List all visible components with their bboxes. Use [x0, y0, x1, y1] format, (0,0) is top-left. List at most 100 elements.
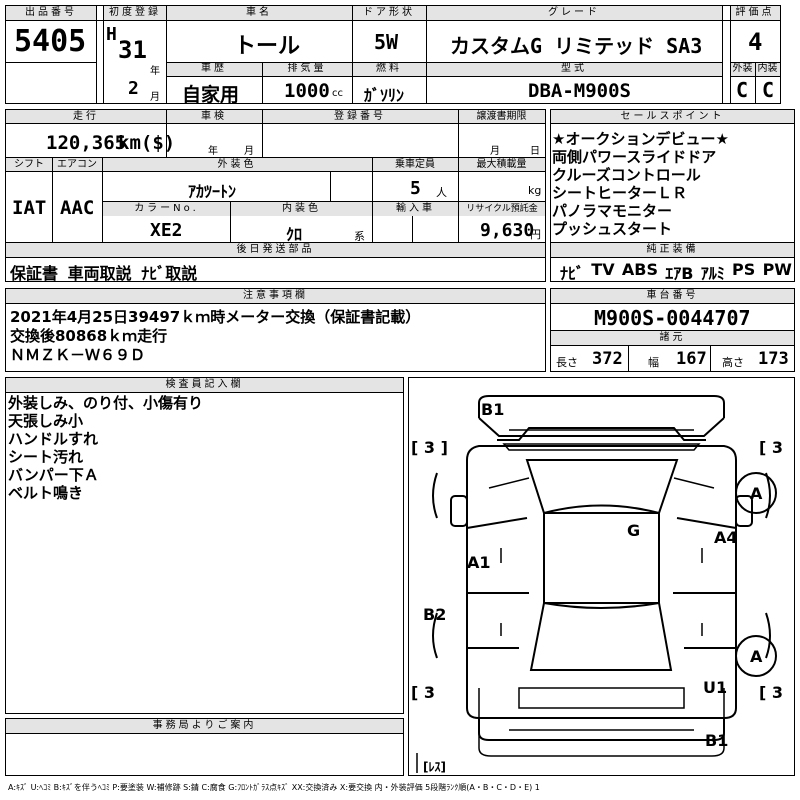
inspection-month-unit: 月 — [244, 146, 254, 157]
transfer-header: 譲渡書期限 — [458, 110, 545, 124]
equipment-item: ﾅﾋﾞ — [560, 264, 585, 283]
damage-diagram: B1 A1 A4 B2 G U1 B1 A A [ 3 ] [ 3 [ 3 [ … — [408, 377, 795, 776]
later-docs-header: 後日発送部品 — [6, 243, 545, 257]
aircon-value: AAC — [60, 197, 95, 219]
sales-point-item: パノラマモニター — [552, 202, 673, 220]
later-docs-value: 保証書 車両取説 ﾅﾋﾞ取説 — [10, 264, 198, 283]
sales-point-item: シートヒーターＬＲ — [552, 184, 688, 202]
inspector-note-line: ベルト鳴き — [8, 484, 84, 502]
ext-color-value: ｱｶﾂｰﾄﾝ — [188, 182, 237, 201]
chassis-header: 車台番号 — [551, 289, 794, 303]
interior-grade: C — [762, 78, 775, 102]
fuel-header: 燃料 — [352, 62, 426, 76]
door-type: 5W — [374, 30, 399, 54]
capacity-value: 5 — [410, 178, 421, 199]
car-name-header: 車名 — [166, 6, 352, 20]
width-label: 幅 — [648, 356, 659, 369]
caution-line: 2021年4月25日39497ｋｍ時メーター交換（保証書記載） — [10, 308, 421, 326]
width-value: 167 — [676, 349, 707, 369]
label-a-upper: A — [750, 484, 763, 503]
displacement-header: 排気量 — [262, 62, 352, 76]
equipment-item: TV — [591, 260, 615, 279]
shift-value: IAT — [12, 197, 47, 219]
inspector-note-line: シート汚れ — [8, 448, 84, 466]
sales-point-item: クルーズコントロール — [552, 166, 701, 184]
dimensions-header: 諸元 — [551, 331, 794, 345]
chassis-number: M900S-0044707 — [594, 306, 751, 330]
car-history: 自家用 — [182, 84, 240, 106]
int-color-header: 内装色 — [231, 202, 372, 216]
rear-bumper-outline — [478, 718, 725, 741]
equipment-header: 純正装備 — [551, 243, 794, 257]
year-unit: 年 — [150, 66, 160, 77]
car-name: トール — [234, 34, 301, 59]
sales-points-block — [550, 109, 795, 282]
inspector-note-line: バンパー下Ａ — [8, 466, 99, 484]
equipment-item: ｱﾙﾐ — [700, 264, 725, 283]
body-outline — [466, 445, 737, 719]
transfer-month-unit: 月 — [490, 146, 500, 157]
score-value: 4 — [748, 28, 763, 56]
reg-year: 31 — [118, 36, 147, 64]
top-block — [5, 5, 781, 104]
tire-front-right: [ 3 — [759, 438, 783, 457]
tire-rear-right: [ 3 — [759, 683, 783, 702]
caution-line: ＮＭＺＫ－Ｗ６９Ｄ — [10, 346, 146, 364]
color-no-value: XE2 — [150, 220, 183, 241]
label-b1-bottom: B1 — [705, 731, 728, 750]
month-unit: 月 — [150, 92, 160, 103]
height-value: 173 — [758, 349, 789, 369]
length-value: 372 — [592, 349, 623, 369]
height-label: 高さ — [722, 356, 744, 369]
spare-tire-label: [ﾚｽ] — [423, 760, 446, 774]
sales-points-header: セールスポイント — [551, 110, 794, 124]
caution-header: 注意事項欄 — [6, 289, 545, 303]
reg-no-header: 登録番号 — [262, 110, 458, 124]
equipment-item: PW — [762, 260, 792, 279]
model-code: DBA-M900S — [528, 80, 631, 102]
label-a1: A1 — [467, 553, 491, 572]
exterior-grade: C — [736, 78, 749, 102]
int-color-value: ｸﾛ — [286, 225, 303, 244]
aircon-header: エアコン — [52, 158, 102, 172]
model-header: 型式 — [426, 62, 722, 76]
label-a-lower: A — [750, 647, 763, 666]
score-header: 評価点 — [730, 6, 780, 20]
mileage-value: 120,365 — [46, 132, 127, 154]
grade-header: グレード — [426, 6, 722, 20]
equipment-item: ｴｱB — [665, 264, 694, 283]
label-g: G — [627, 521, 640, 540]
label-b1-top: B1 — [481, 400, 504, 419]
first-reg-header: 初度登録 — [104, 6, 166, 20]
lot-no-header: 出品番号 — [6, 6, 96, 20]
legend-text: A:ｷｽﾞ U:ﾍｺﾐ B:ｷｽﾞを伴うﾍｺﾐ P:要塗装 W:補修跡 S:錆 … — [8, 783, 540, 792]
equipment-item: ABS — [621, 260, 658, 279]
label-u1: U1 — [703, 678, 727, 697]
office-block — [5, 718, 404, 776]
capacity-unit: 人 — [436, 186, 447, 199]
grade: カスタムG リミテッド SA3 — [450, 34, 703, 58]
tire-front-left: [ 3 ] — [411, 438, 448, 457]
mileage-unit: km($) — [118, 132, 176, 154]
caution-line: 交換後80868ｋｍ走行 — [10, 327, 168, 345]
exterior-header: 外装 — [730, 62, 755, 76]
interior-header: 内装 — [755, 62, 780, 76]
label-a4: A4 — [714, 528, 738, 547]
front-bumper-outline — [478, 395, 725, 418]
fuel-type: ｶﾞｿﾘﾝ — [364, 86, 405, 105]
max-load-unit: kg — [528, 184, 542, 197]
inspector-note-line: 天張しみ小 — [8, 412, 84, 430]
reg-month: 2 — [128, 78, 139, 99]
recycle-header: リサイクル預託金 — [459, 202, 545, 216]
door-header: ドア形状 — [352, 6, 426, 20]
length-label: 長さ — [556, 356, 578, 369]
mileage-header: 走行 — [6, 110, 166, 124]
sales-point-item: プッシュスタート — [552, 220, 673, 238]
int-color-unit: 系 — [354, 230, 365, 243]
office-header: 事務局よりご案内 — [6, 719, 403, 733]
era-mark: H — [106, 24, 117, 45]
color-no-header: カラーNo. — [103, 202, 230, 216]
caution-block — [5, 288, 546, 372]
inspector-block — [5, 377, 404, 714]
